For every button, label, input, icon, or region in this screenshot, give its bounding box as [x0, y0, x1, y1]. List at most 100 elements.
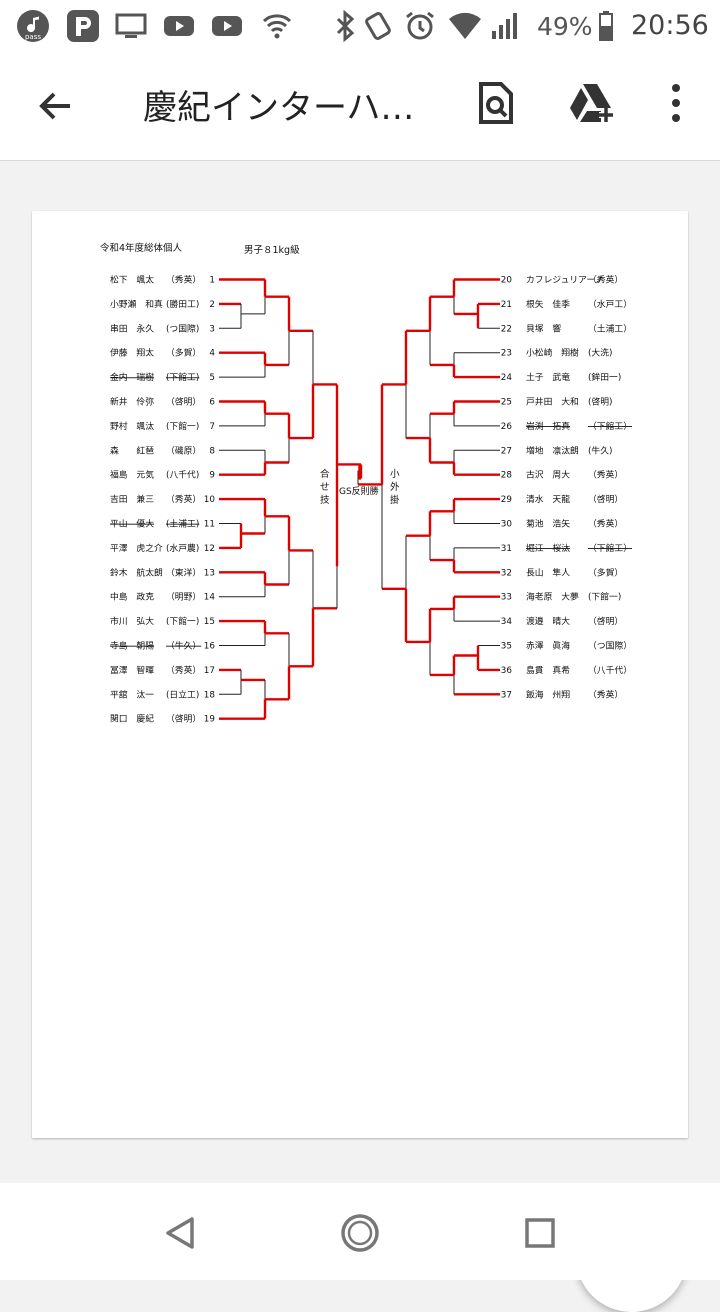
nfc-tap-icon: [365, 12, 391, 40]
right-player-name: 小松崎 翔樹: [526, 347, 579, 359]
left-player-name: 寺島 朝陽: [110, 640, 154, 652]
left-player-school: (勝田工): [166, 298, 199, 310]
left-player-name: 平澤 虎之介: [110, 542, 163, 554]
clock: 20:56: [631, 10, 709, 41]
right-player-name: 清水 天龍: [526, 493, 570, 505]
svg-text:pass: pass: [25, 33, 41, 41]
right-player-name: 長山 隼人: [526, 566, 570, 578]
music-pass-icon: pass: [17, 10, 49, 42]
left-player-number: 14: [204, 593, 216, 603]
right-player-name: 渡邉 晴大: [526, 615, 570, 627]
right-player-number: 34: [501, 617, 513, 627]
annotation-center: GS反則勝: [339, 485, 379, 497]
arrow-back-icon[interactable]: [34, 84, 78, 128]
left-player-school: （啓明）: [166, 396, 201, 408]
right-player-school: （秀英）: [588, 688, 623, 700]
right-player-school: （秀英）: [588, 518, 623, 530]
left-player-school: (つ国際): [166, 322, 199, 334]
right-player-school: (大洗): [588, 347, 612, 359]
annotation-left: 合せ技: [320, 468, 330, 506]
right-player-number: 22: [501, 324, 512, 334]
right-player-school: （秀英）: [588, 469, 623, 481]
left-player-number: 13: [204, 568, 215, 578]
nav-back-icon[interactable]: [150, 1203, 210, 1263]
left-player-school: （東洋）: [166, 566, 201, 578]
right-player-name: 根矢 佳季: [526, 298, 570, 310]
doc-header-right: 男子８1kg級: [244, 244, 300, 256]
left-player-name: 福島 元気: [110, 469, 154, 481]
left-player-school: （牛久）: [166, 640, 201, 652]
right-player-school: （下館工）: [588, 420, 632, 432]
left-player-name: 冨澤 智暉: [110, 664, 154, 676]
left-player-name: 新井 伶弥: [110, 396, 154, 408]
left-player-name: 野村 颯汰: [110, 420, 154, 432]
right-player-school: （土浦工）: [588, 322, 632, 334]
right-player-number: 25: [501, 398, 512, 408]
left-player-number: 15: [204, 617, 215, 627]
right-player-number: 33: [501, 593, 512, 603]
left-player-name: 小野瀬 和真: [110, 298, 163, 310]
left-player-name: 関口 慶紀: [110, 713, 154, 725]
doc-header-left: 令和4年度総体個人: [100, 242, 183, 254]
left-player-number: 5: [209, 373, 215, 383]
right-player-name: 古沢 周大: [526, 469, 570, 481]
system-nav-bar: [0, 1183, 720, 1280]
cell-signal-icon: [492, 13, 517, 39]
right-player-name: 戸井田 大和: [526, 396, 579, 408]
right-player-school: (鉾田一): [588, 371, 621, 383]
right-player-number: 31: [501, 544, 512, 554]
left-player-name: 鈴木 航太朗: [110, 566, 163, 578]
right-player-school: （つ国際）: [588, 640, 632, 652]
right-player-number: 26: [501, 422, 513, 432]
left-player-name: 伊藤 翔太: [110, 347, 154, 359]
right-player-number: 35: [501, 642, 512, 652]
left-player-number: 2: [209, 300, 215, 310]
nav-home-icon[interactable]: [330, 1203, 390, 1263]
left-player-school: （磯原）: [166, 444, 201, 456]
left-player-number: 11: [204, 520, 215, 530]
left-player-number: 8: [209, 446, 215, 456]
left-player-school: （明野）: [166, 592, 201, 603]
document-title: 慶紀インターハ…: [143, 88, 415, 128]
left-player-number: 9: [209, 471, 215, 481]
left-player-school: (下館一): [166, 420, 199, 432]
right-player-school: （秀英）: [588, 274, 623, 286]
left-player-school: （秀英）: [166, 664, 201, 676]
right-player-number: 30: [501, 520, 513, 530]
right-player-name: 岩渕 拓真: [526, 420, 570, 432]
left-player-number: 12: [204, 544, 215, 554]
left-player-number: 6: [209, 398, 215, 408]
document-search-icon[interactable]: [473, 80, 519, 126]
left-player-number: 7: [209, 422, 215, 432]
right-player-number: 28: [501, 471, 512, 481]
left-player-school: （啓明）: [166, 713, 201, 725]
cast-screen-icon: [115, 13, 147, 38]
bluetooth-icon: [336, 9, 355, 43]
left-player-name: 中島 政克: [110, 591, 154, 603]
left-player-name: 吉田 兼三: [110, 493, 154, 505]
right-player-school: （水戸工）: [588, 298, 632, 310]
youtube-icon: [164, 16, 194, 36]
wifi-shield-icon: [262, 14, 292, 39]
left-player-school: （秀英）: [166, 493, 201, 505]
right-player-school: （八千代）: [588, 665, 632, 676]
left-player-school: （秀英）: [166, 274, 201, 286]
nav-recents-icon[interactable]: [510, 1203, 570, 1263]
left-player-school: (土浦工): [166, 518, 199, 530]
paypay-icon: [67, 10, 99, 42]
add-to-drive-icon[interactable]: [568, 80, 614, 126]
left-player-number: 4: [209, 349, 215, 359]
right-player-number: 20: [501, 276, 513, 286]
more-vert-icon[interactable]: [653, 80, 699, 126]
left-player-school: （多賀）: [166, 347, 201, 359]
left-player-number: 18: [204, 690, 215, 700]
right-player-school: (牛久): [588, 444, 612, 456]
right-player-name: 赤澤 眞海: [526, 640, 570, 652]
right-player-name: 海老原 大夢: [526, 591, 579, 603]
right-player-school: (下館一): [588, 591, 621, 603]
left-player-name: 松下 颯太: [110, 274, 154, 286]
left-player-name: 平舘 汰一: [110, 688, 154, 700]
